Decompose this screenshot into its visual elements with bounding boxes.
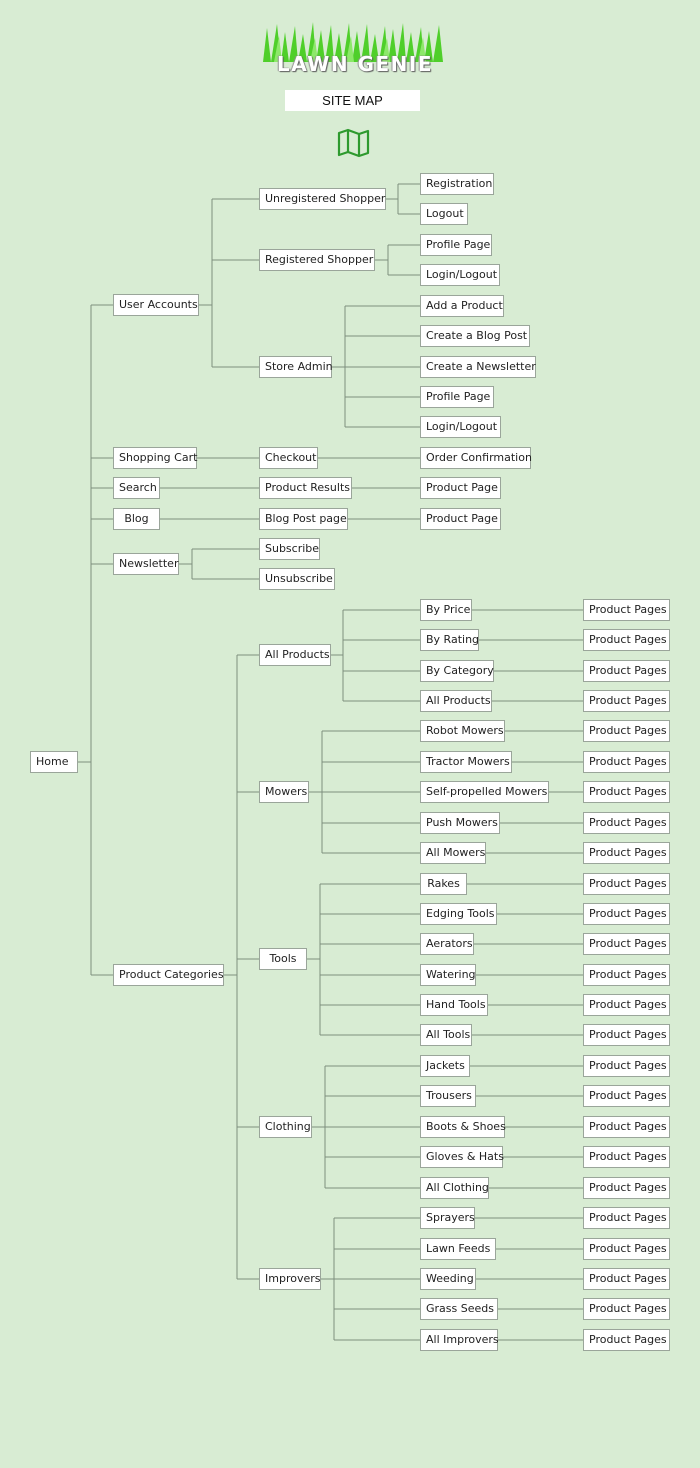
node-jackets[interactable]: Jackets xyxy=(420,1055,470,1077)
node-tractor-mowers[interactable]: Tractor Mowers xyxy=(420,751,512,773)
node-product-pages[interactable]: Product Pages xyxy=(583,903,670,925)
node-product-page[interactable]: Product Page xyxy=(420,477,501,499)
node-gloves-hats[interactable]: Gloves & Hats xyxy=(420,1146,504,1168)
node-grass-seeds[interactable]: Grass Seeds xyxy=(420,1298,498,1320)
node-product-pages[interactable]: Product Pages xyxy=(583,690,670,712)
node-newsletter[interactable]: Newsletter xyxy=(113,553,179,575)
node-product-pages[interactable]: Product Pages xyxy=(583,720,670,742)
node-product-pages[interactable]: Product Pages xyxy=(583,629,670,651)
node-self-propelled-mowers[interactable]: Self-propelled Mowers xyxy=(420,781,549,803)
node-by-price[interactable]: By Price xyxy=(420,599,472,621)
node-shopping-cart[interactable]: Shopping Cart xyxy=(113,447,197,469)
node-robot-mowers[interactable]: Robot Mowers xyxy=(420,720,505,742)
node-product-categories[interactable]: Product Categories xyxy=(113,964,224,986)
lawn-genie-logo: LAWN GENIE xyxy=(255,22,455,82)
node-all-clothing[interactable]: All Clothing xyxy=(420,1177,489,1199)
node-order-confirmation[interactable]: Order Confirmation xyxy=(420,447,532,469)
logo-text: LAWN GENIE xyxy=(276,52,433,76)
node-product-pages[interactable]: Product Pages xyxy=(583,1177,670,1199)
page-title: SITE MAP xyxy=(285,90,420,111)
node-blog-post-page[interactable]: Blog Post page xyxy=(259,508,348,530)
node-profile-page[interactable]: Profile Page xyxy=(420,386,494,408)
node-product-pages[interactable]: Product Pages xyxy=(583,812,670,834)
node-product-pages[interactable]: Product Pages xyxy=(583,1329,670,1351)
node-blog[interactable]: Blog xyxy=(113,508,160,530)
node-improvers[interactable]: Improvers xyxy=(259,1268,321,1290)
node-unregistered-shopper[interactable]: Unregistered Shopper xyxy=(259,188,386,210)
node-product-pages[interactable]: Product Pages xyxy=(583,964,670,986)
node-product-pages[interactable]: Product Pages xyxy=(583,599,670,621)
node-product-results[interactable]: Product Results xyxy=(259,477,352,499)
node-product-pages[interactable]: Product Pages xyxy=(583,1085,670,1107)
node-all-tools[interactable]: All Tools xyxy=(420,1024,472,1046)
node-product-pages[interactable]: Product Pages xyxy=(583,994,670,1016)
node-product-page[interactable]: Product Page xyxy=(420,508,501,530)
node-product-pages[interactable]: Product Pages xyxy=(583,1238,670,1260)
node-edging-tools[interactable]: Edging Tools xyxy=(420,903,497,925)
node-hand-tools[interactable]: Hand Tools xyxy=(420,994,488,1016)
node-registration[interactable]: Registration xyxy=(420,173,494,195)
node-product-pages[interactable]: Product Pages xyxy=(583,1146,670,1168)
node-by-rating[interactable]: By Rating xyxy=(420,629,479,651)
node-all-mowers[interactable]: All Mowers xyxy=(420,842,486,864)
node-product-pages[interactable]: Product Pages xyxy=(583,873,670,895)
node-mowers[interactable]: Mowers xyxy=(259,781,309,803)
node-product-pages[interactable]: Product Pages xyxy=(583,751,670,773)
node-login-logout[interactable]: Login/Logout xyxy=(420,264,500,286)
node-product-pages[interactable]: Product Pages xyxy=(583,781,670,803)
node-aerators[interactable]: Aerators xyxy=(420,933,474,955)
node-product-pages[interactable]: Product Pages xyxy=(583,660,670,682)
node-unsubscribe[interactable]: Unsubscribe xyxy=(259,568,335,590)
node-checkout[interactable]: Checkout xyxy=(259,447,318,469)
node-home[interactable]: Home xyxy=(30,751,78,773)
node-product-pages[interactable]: Product Pages xyxy=(583,1207,670,1229)
node-weeding[interactable]: Weeding xyxy=(420,1268,476,1290)
node-product-pages[interactable]: Product Pages xyxy=(583,1268,670,1290)
node-push-mowers[interactable]: Push Mowers xyxy=(420,812,500,834)
node-create-a-newsletter[interactable]: Create a Newsletter xyxy=(420,356,536,378)
node-login-logout[interactable]: Login/Logout xyxy=(420,416,501,438)
grass-logo-graphic xyxy=(263,22,443,62)
node-create-a-blog-post[interactable]: Create a Blog Post xyxy=(420,325,530,347)
node-search[interactable]: Search xyxy=(113,477,160,499)
node-boots-shoes[interactable]: Boots & Shoes xyxy=(420,1116,506,1138)
node-profile-page[interactable]: Profile Page xyxy=(420,234,492,256)
node-product-pages[interactable]: Product Pages xyxy=(583,933,670,955)
node-add-a-product[interactable]: Add a Product xyxy=(420,295,504,317)
node-registered-shopper[interactable]: Registered Shopper xyxy=(259,249,375,271)
node-by-category[interactable]: By Category xyxy=(420,660,494,682)
node-subscribe[interactable]: Subscribe xyxy=(259,538,320,560)
node-product-pages[interactable]: Product Pages xyxy=(583,1298,670,1320)
map-icon xyxy=(337,128,370,158)
node-trousers[interactable]: Trousers xyxy=(420,1085,476,1107)
node-product-pages[interactable]: Product Pages xyxy=(583,1024,670,1046)
node-rakes[interactable]: Rakes xyxy=(420,873,467,895)
node-store-admin[interactable]: Store Admin xyxy=(259,356,333,378)
node-tools[interactable]: Tools xyxy=(259,948,307,970)
node-all-products[interactable]: All Products xyxy=(259,644,331,666)
node-sprayers[interactable]: Sprayers xyxy=(420,1207,475,1229)
node-lawn-feeds[interactable]: Lawn Feeds xyxy=(420,1238,496,1260)
node-all-improvers[interactable]: All Improvers xyxy=(420,1329,499,1351)
node-watering[interactable]: Watering xyxy=(420,964,476,986)
node-logout[interactable]: Logout xyxy=(420,203,468,225)
node-product-pages[interactable]: Product Pages xyxy=(583,1116,670,1138)
node-user-accounts[interactable]: User Accounts xyxy=(113,294,199,316)
node-product-pages[interactable]: Product Pages xyxy=(583,1055,670,1077)
node-product-pages[interactable]: Product Pages xyxy=(583,842,670,864)
node-all-products-sub[interactable]: All Products xyxy=(420,690,492,712)
node-clothing[interactable]: Clothing xyxy=(259,1116,312,1138)
